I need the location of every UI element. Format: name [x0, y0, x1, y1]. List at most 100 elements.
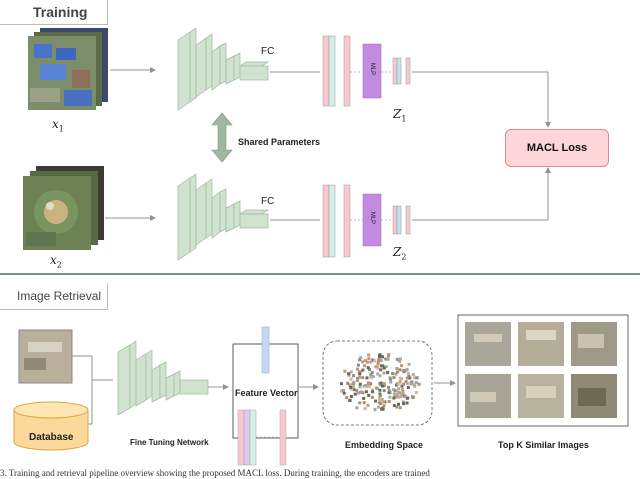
- embedding-point: [402, 402, 406, 406]
- embedding-point: [376, 366, 380, 370]
- embedding-point: [405, 401, 409, 405]
- embedding-point: [398, 376, 402, 380]
- embedding-point: [362, 396, 366, 400]
- embedding-point: [361, 360, 365, 364]
- embedding-point: [410, 380, 414, 384]
- embedding-point: [361, 376, 365, 380]
- embedding-point: [395, 357, 399, 361]
- embedding-point: [401, 390, 405, 394]
- embedding-point: [397, 402, 400, 406]
- embedding-point: [378, 374, 382, 378]
- macl-loss-box: MACL Loss: [505, 129, 609, 167]
- embedding-point: [404, 395, 408, 399]
- embedding-point: [400, 384, 404, 388]
- embedding-point: [400, 364, 403, 368]
- embedding-point: [366, 366, 370, 370]
- embedding-point: [355, 388, 359, 392]
- embedding-point: [359, 356, 363, 360]
- embedding-point: [349, 377, 353, 381]
- embedding-point: [380, 398, 384, 402]
- embedding-space: [322, 340, 433, 426]
- embedding-point: [355, 367, 359, 371]
- embedding-point: [397, 382, 401, 386]
- embedding-point: [398, 406, 402, 410]
- embedding-point: [392, 396, 396, 400]
- embedding-point: [414, 381, 418, 385]
- embedding-point: [364, 390, 368, 394]
- embedding-point: [374, 399, 378, 403]
- embedding-point: [389, 380, 393, 384]
- embedding-point: [376, 405, 380, 409]
- embedding-point: [378, 353, 382, 357]
- embedding-point: [379, 381, 383, 385]
- embedding-point: [345, 396, 349, 400]
- embedding-point: [395, 405, 399, 409]
- embedding-point: [402, 369, 406, 372]
- embedding-point: [351, 382, 355, 386]
- embedding-point: [398, 391, 402, 395]
- embedding-point: [379, 359, 383, 363]
- embedding-point: [369, 372, 373, 376]
- embedding-point: [384, 365, 388, 369]
- embedding-point: [349, 370, 353, 374]
- embedding-point: [401, 393, 405, 397]
- embedding-point: [382, 371, 386, 375]
- embedding-point: [340, 389, 343, 393]
- section-divider: [0, 273, 640, 275]
- embedding-point: [378, 392, 382, 396]
- embedding-point: [413, 384, 417, 388]
- embedding-point: [393, 389, 397, 393]
- embedding-point: [373, 359, 376, 363]
- embedding-point: [407, 362, 411, 366]
- embedding-point: [349, 395, 353, 398]
- encoder-bottom: [177, 173, 270, 261]
- embedding-point: [395, 367, 399, 370]
- embedding-point: [376, 372, 380, 376]
- embedding-point: [362, 384, 366, 388]
- embedding-point: [398, 368, 402, 372]
- input-image-stack-bottom: [23, 166, 104, 250]
- feature-vector-box: [232, 326, 299, 466]
- embedding-point: [367, 382, 371, 386]
- embedding-point: [417, 382, 421, 386]
- embedding-point: [378, 388, 382, 392]
- embedding-space-label: Embedding Space: [345, 440, 424, 450]
- shared-parameters-label: Shared Parameters: [238, 137, 321, 147]
- embedding-point: [356, 377, 359, 380]
- embedding-point: [348, 383, 352, 387]
- embedding-point: [352, 388, 356, 392]
- embedding-point: [387, 353, 391, 356]
- embedding-point: [370, 388, 374, 392]
- embedding-point: [392, 404, 396, 407]
- embedding-point: [346, 381, 350, 385]
- fine-tuning-network: [117, 340, 209, 416]
- embedding-point: [406, 371, 410, 375]
- embedding-point: [406, 386, 410, 389]
- embedding-point: [355, 379, 359, 383]
- fine-tuning-label: Fine Tuning Network: [130, 438, 209, 447]
- embedding-point: [378, 382, 381, 386]
- input-label-bottom: x2: [50, 253, 62, 270]
- embedding-point: [361, 368, 365, 372]
- embedding-point: [414, 391, 418, 394]
- embedding-point: [371, 358, 375, 362]
- embedding-point: [404, 380, 408, 384]
- embedding-point: [395, 370, 399, 374]
- embedding-point: [355, 406, 359, 410]
- embedding-point: [358, 370, 362, 374]
- embedding-point: [342, 391, 346, 395]
- embedding-point: [368, 368, 371, 371]
- embedding-point: [361, 391, 365, 395]
- embedding-point: [394, 372, 398, 376]
- embedding-point: [367, 357, 371, 360]
- top-k-label: Top K Similar Images: [498, 440, 589, 450]
- training-tab: [0, 0, 108, 25]
- embedding-point: [351, 385, 355, 389]
- embedding-point: [364, 359, 367, 363]
- embedding-point: [366, 360, 369, 364]
- embedding-point: [388, 395, 392, 399]
- embedding-point: [341, 388, 345, 392]
- embedding-point: [353, 392, 357, 396]
- embedding-point: [405, 382, 409, 385]
